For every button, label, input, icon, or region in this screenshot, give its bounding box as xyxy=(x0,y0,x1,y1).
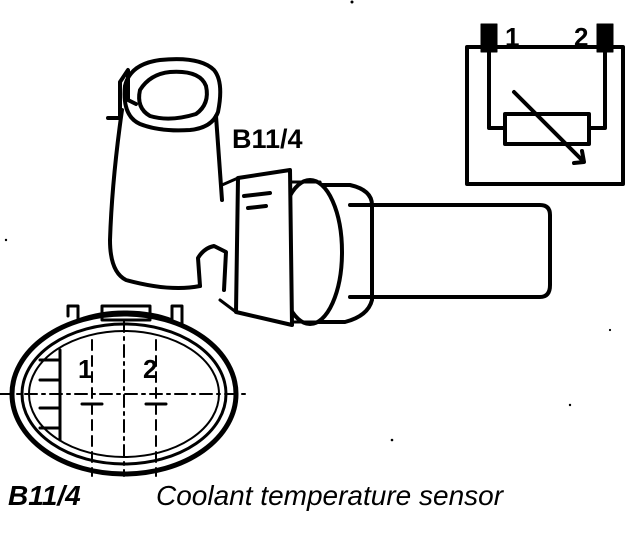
connector-plug xyxy=(106,57,228,292)
schematic-pin-1-label: 1 xyxy=(505,22,520,52)
caption-text: Coolant temperature sensor xyxy=(156,480,504,511)
schematic-pin-2-label: 2 xyxy=(574,22,589,52)
sensor-body xyxy=(218,168,552,327)
connector-face xyxy=(0,304,249,477)
caption-code: B11/4 xyxy=(8,480,81,511)
thermistor-schematic xyxy=(465,23,625,186)
scan-speckles xyxy=(4,0,612,442)
connector-pin-2-label: 2 xyxy=(143,354,158,384)
connector-pin-1-label: 1 xyxy=(78,354,93,384)
part-label: B11/4 xyxy=(232,124,303,154)
